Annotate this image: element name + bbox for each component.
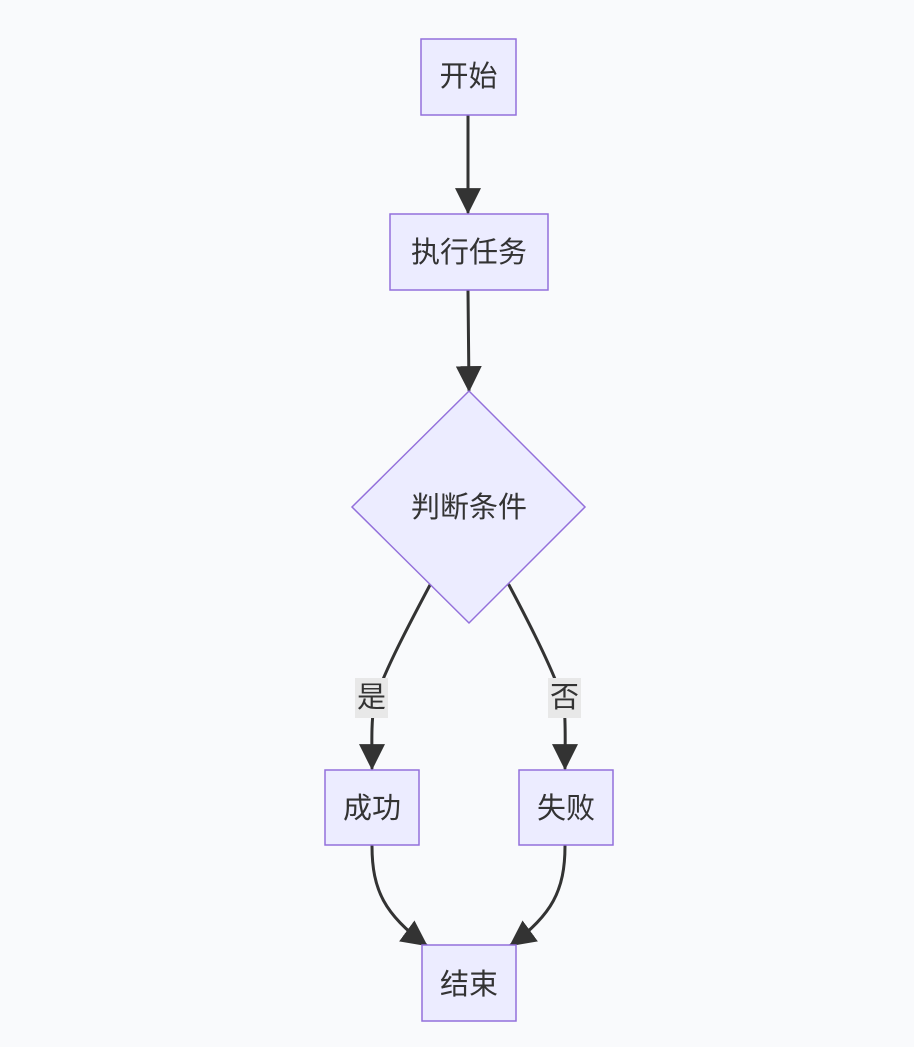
node-decision-label: 判断条件 bbox=[411, 490, 527, 524]
node-execute[interactable]: 执行任务 bbox=[389, 213, 549, 291]
node-success[interactable]: 成功 bbox=[324, 769, 420, 846]
node-failure-label: 失败 bbox=[537, 791, 595, 825]
edge-label-no-text: 否 bbox=[550, 680, 579, 714]
node-failure[interactable]: 失败 bbox=[518, 769, 614, 846]
edge-execute-to-decision bbox=[455, 289, 482, 393]
edge-failure-to-end bbox=[509, 844, 567, 947]
node-success-label: 成功 bbox=[343, 791, 401, 825]
edge-decision-to-success bbox=[358, 583, 432, 771]
edge-label-no: 否 bbox=[548, 678, 581, 718]
edge-decision-to-failure bbox=[507, 583, 579, 771]
edge-success-to-end bbox=[370, 844, 428, 947]
edge-label-yes: 是 bbox=[355, 678, 388, 718]
node-end[interactable]: 结束 bbox=[421, 944, 517, 1022]
node-end-label: 结束 bbox=[440, 967, 498, 1001]
node-start[interactable]: 开始 bbox=[420, 38, 517, 116]
node-execute-label: 执行任务 bbox=[411, 235, 527, 269]
node-decision[interactable]: 判断条件 bbox=[350, 389, 587, 625]
edge-label-yes-text: 是 bbox=[357, 680, 386, 714]
node-start-label: 开始 bbox=[439, 59, 497, 93]
